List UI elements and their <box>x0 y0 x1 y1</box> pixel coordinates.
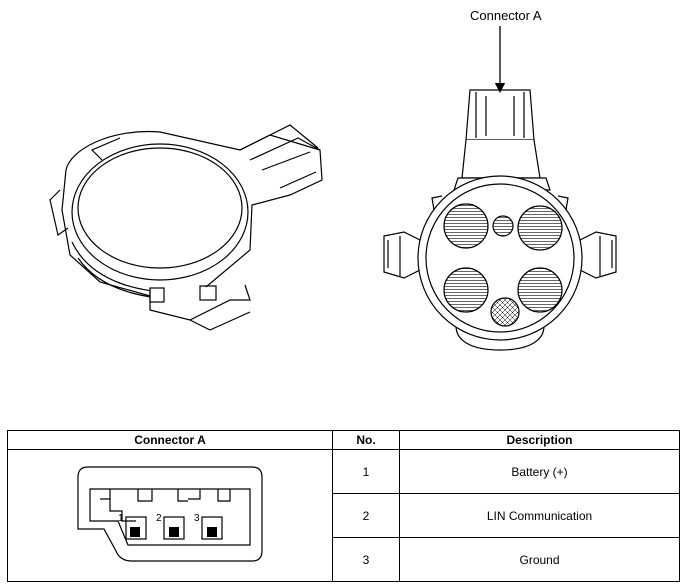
pin-number-label: 1 <box>118 513 124 524</box>
header-description: Description <box>399 430 680 450</box>
header-connector-a: Connector A <box>7 430 333 450</box>
sensor-front-view <box>383 89 617 351</box>
pin-no: 2 <box>332 493 400 538</box>
connector-face-diagram: 1 2 3 <box>77 466 263 562</box>
sensor-illustration <box>49 26 617 351</box>
table-row: 2 LIN Communication <box>8 493 680 538</box>
pin-description: Ground <box>399 537 680 582</box>
pin-no: 3 <box>332 537 400 582</box>
pin-table: Connector A No. Description <box>7 430 680 582</box>
pin-number-label: 3 <box>194 513 200 524</box>
pin-number-label: 2 <box>156 513 162 524</box>
table-row: 1 2 3 1 Battery (+) <box>7 449 680 582</box>
connector-a-face-cell: 1 2 3 <box>7 449 333 582</box>
sensor-isometric-view <box>49 124 323 331</box>
header-no: No. <box>332 430 400 450</box>
pin-description: LIN Communication <box>399 493 680 538</box>
pin-no: 1 <box>332 449 400 494</box>
connector-a-callout-label: Connector A <box>470 8 542 23</box>
table-row: 3 Ground <box>8 537 680 582</box>
pin-description: Battery (+) <box>399 449 680 494</box>
